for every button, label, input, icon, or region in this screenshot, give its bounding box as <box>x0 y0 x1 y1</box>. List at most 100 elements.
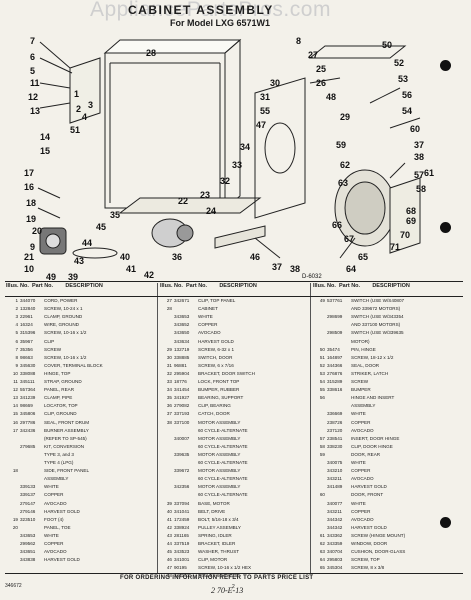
part-no: 298509 <box>327 330 343 336</box>
illus-no: 44 <box>166 541 172 546</box>
description: AVOCADO <box>351 476 374 482</box>
svg-text:29: 29 <box>340 112 350 122</box>
description: AVOCADO <box>44 549 67 555</box>
part-no: 341489 <box>327 484 343 490</box>
illus-no: 53 <box>319 370 325 376</box>
illus-no: 10 <box>12 370 18 376</box>
illus-no <box>5 549 20 554</box>
part-no: 343211 <box>327 508 342 514</box>
description: SWITCH (USE W/343354 <box>351 314 404 320</box>
svg-text:41: 41 <box>126 264 136 274</box>
svg-text:39: 39 <box>68 272 78 282</box>
description: CUSHION, DOOR-GLASS <box>351 549 406 555</box>
illus-no: 6 <box>15 338 18 344</box>
illus-no: 48 <box>166 573 172 579</box>
table-row: 60 CYCLE-ALTERNATE <box>159 444 303 449</box>
description: 60 CYCLE-ALTERNATE <box>198 460 248 465</box>
part-no: 340075 <box>327 460 343 465</box>
illus-no <box>312 525 327 530</box>
illus-no: 50 <box>319 346 325 352</box>
part-no: 339672 <box>174 468 190 474</box>
illus-no <box>5 476 20 481</box>
part-no: 18776 <box>174 379 187 384</box>
illus-no <box>312 484 327 489</box>
description: SCREW, 10-16 x 1/2 HEX <box>198 565 252 571</box>
illus-no <box>159 476 174 481</box>
illus-no: 30 <box>166 354 172 360</box>
svg-text:2: 2 <box>76 104 81 114</box>
description: SEAL, FRONT DRUM <box>44 419 90 425</box>
description: LOCK, FRONT TOP <box>198 379 240 384</box>
part-no: 96881 <box>174 362 187 368</box>
illus-no <box>312 306 327 311</box>
description: COPPER <box>198 322 218 328</box>
illus-no <box>5 533 20 538</box>
part-no: 315396 <box>20 330 36 336</box>
illus-no <box>312 403 327 408</box>
part-no <box>20 525 44 530</box>
illus-no: 49 <box>319 298 325 303</box>
illus-no: 9 <box>15 362 18 368</box>
part-no: 337193 <box>174 411 190 417</box>
svg-text:66: 66 <box>332 220 342 230</box>
description: SWITCH, DOOR <box>198 354 233 360</box>
illus-no: 32 <box>166 370 172 376</box>
description: LOCATOR, TOP <box>44 403 78 409</box>
description: COPPER <box>44 492 64 498</box>
svg-text:32: 32 <box>220 176 230 186</box>
part-no: 337519 <box>174 541 190 546</box>
part-no <box>174 428 198 433</box>
svg-text:62: 62 <box>340 160 350 170</box>
description: CLIP, TOP PANEL <box>198 298 236 303</box>
page-title: CABINET ASSEMBLY <box>128 3 274 17</box>
description: SWITCH (USE W/S40807 <box>351 298 405 303</box>
illus-no <box>312 476 327 481</box>
svg-text:10: 10 <box>24 264 34 274</box>
svg-text:21: 21 <box>24 252 34 262</box>
illus-no: 37 <box>166 411 172 417</box>
part-no: 344070 <box>20 298 36 303</box>
illus-no: 5 <box>15 330 18 336</box>
illus-no: 62 <box>319 541 325 546</box>
illus-no <box>5 452 20 457</box>
description: HARVEST GOLD <box>351 484 387 490</box>
illus-no: 55 <box>319 387 325 393</box>
svg-text:56: 56 <box>402 90 412 100</box>
diagram-code: D-6032 <box>302 274 322 280</box>
part-no <box>174 460 198 465</box>
part-no <box>327 339 351 344</box>
header-rule <box>5 296 463 297</box>
description: PANEL, REAR <box>44 387 75 393</box>
description: KIT, CONVERSION <box>44 443 85 449</box>
svg-text:60: 60 <box>410 124 420 134</box>
description: ASSEMBLY <box>351 403 376 409</box>
svg-text:50: 50 <box>382 40 392 50</box>
description: SCREW <box>44 346 62 352</box>
svg-text:42: 42 <box>144 270 154 280</box>
svg-text:70: 70 <box>400 230 410 240</box>
description: WHITE <box>198 314 213 320</box>
description: HARVEST GOLD <box>198 338 234 344</box>
part-no: 341231 <box>174 573 190 579</box>
part-no: 164897 <box>327 354 343 360</box>
part-no: 341454 <box>174 387 190 393</box>
part-no: 98663 <box>20 354 33 360</box>
description: SCREW, 6-32 x 1 <box>198 346 234 352</box>
part-no: 343652 <box>174 322 190 328</box>
